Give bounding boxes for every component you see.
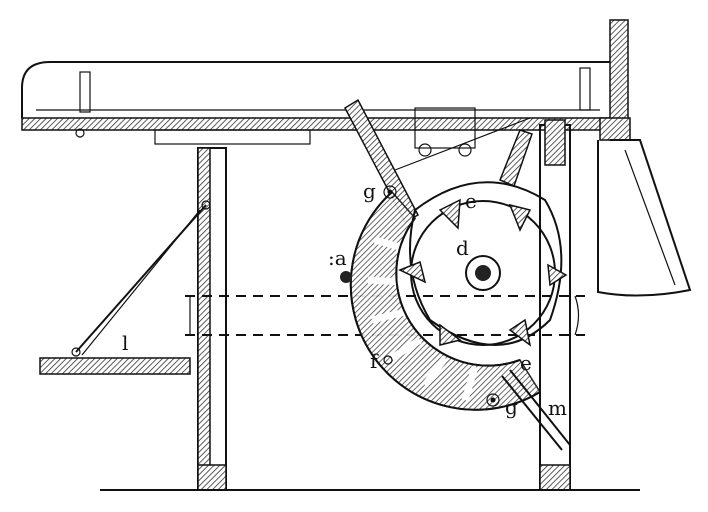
axle-a-dot [340,271,352,283]
drum [398,181,568,347]
label-g-top: g [363,179,376,203]
label-a: :a [328,246,347,270]
concave [349,190,542,411]
feed-plate-left [344,98,420,224]
left-leg [197,147,227,491]
right-leg [539,119,571,491]
label-m: m [548,396,567,420]
hopper [597,139,692,297]
lever-bar [39,357,191,375]
discharge-chute [501,369,571,451]
label-e-top: e [465,189,477,213]
feed-plate-right [499,129,533,188]
label-g-bottom: g [505,395,518,419]
label-d: d [456,236,469,260]
label-l: l [122,331,128,355]
label-e-bottom: e [520,351,532,375]
label-f: f [370,349,379,373]
